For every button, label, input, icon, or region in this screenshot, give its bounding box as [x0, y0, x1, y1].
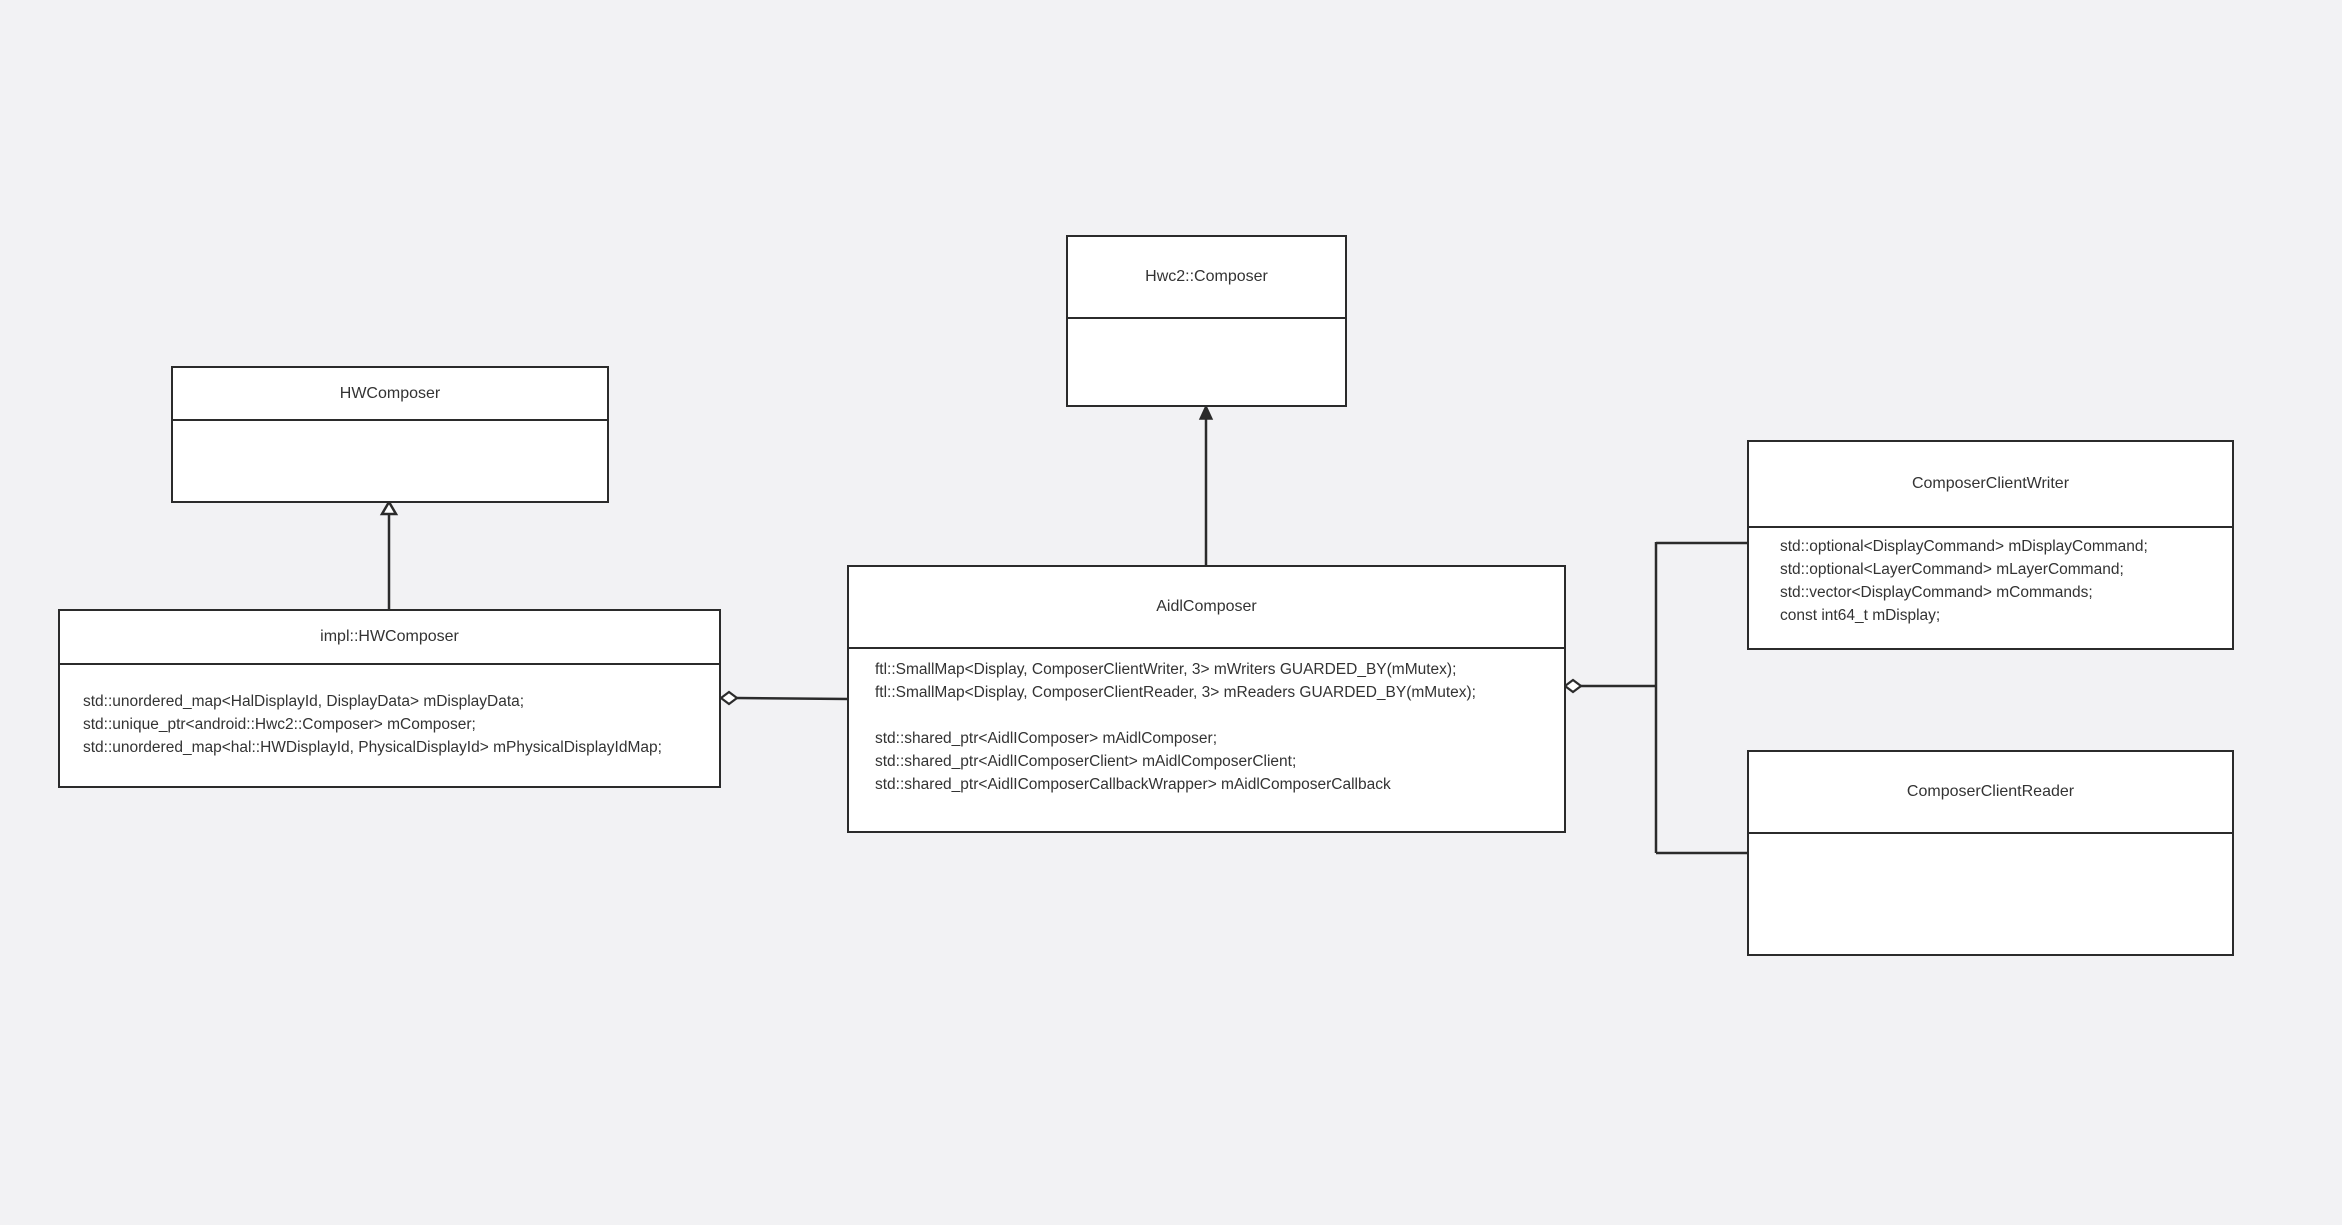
attribute-line: std::optional<LayerCommand> mLayerComman…: [1780, 561, 2124, 578]
class-aidl-composer[interactable]: AidlComposer ftl::SmallMap<Display, Comp…: [847, 565, 1566, 833]
class-composer-client-writer[interactable]: ComposerClientWriter std::optional<Displ…: [1747, 440, 2234, 650]
aggregation-connector-hwcomposer-aidl: [719, 690, 850, 706]
class-attributes: ftl::SmallMap<Display, ComposerClientWri…: [849, 649, 1564, 796]
attribute-line: std::shared_ptr<AidlIComposerClient> mAi…: [875, 753, 1297, 770]
association-connector: [1198, 404, 1214, 566]
attribute-line: std::vector<DisplayCommand> mCommands;: [1780, 584, 2093, 601]
class-hwc2-composer[interactable]: Hwc2::Composer: [1066, 235, 1347, 407]
aggregation-connector-aidl-writer-reader: [1563, 541, 1748, 855]
class-attributes: [173, 421, 607, 501]
attribute-line: ftl::SmallMap<Display, ComposerClientRea…: [875, 684, 1476, 701]
attribute-line: ftl::SmallMap<Display, ComposerClientWri…: [875, 661, 1457, 678]
attribute-spacer: [875, 704, 1564, 727]
aggregation-diamond-icon: [719, 690, 739, 706]
attribute-line: std::unique_ptr<android::Hwc2::Composer>…: [83, 716, 476, 733]
attribute-line: std::shared_ptr<AidlIComposer> mAidlComp…: [875, 730, 1218, 747]
aggregation-diamond-icon: [1563, 678, 1583, 694]
hollow-triangle-arrowhead: [379, 499, 399, 516]
class-attributes: std::unordered_map<HalDisplayId, Display…: [60, 665, 719, 759]
class-name: Hwc2::Composer: [1068, 237, 1345, 319]
attribute-line: std::unordered_map<HalDisplayId, Display…: [83, 693, 525, 710]
class-name: AidlComposer: [849, 567, 1564, 649]
class-name: ComposerClientReader: [1749, 752, 2232, 834]
class-hwcomposer[interactable]: HWComposer: [171, 366, 609, 503]
inheritance-connector: [379, 499, 399, 609]
class-impl-hwcomposer[interactable]: impl::HWComposer std::unordered_map<HalD…: [58, 609, 721, 788]
class-name: ComposerClientWriter: [1749, 442, 2232, 528]
class-name: HWComposer: [173, 368, 607, 421]
attribute-line: const int64_t mDisplay;: [1780, 607, 1941, 624]
class-attributes: [1749, 834, 2232, 954]
attribute-line: std::optional<DisplayCommand> mDisplayCo…: [1780, 538, 2148, 555]
attribute-line: std::shared_ptr<AidlIComposerCallbackWra…: [875, 776, 1391, 793]
class-attributes: [1068, 319, 1345, 405]
attribute-line: std::unordered_map<hal::HWDisplayId, Phy…: [83, 739, 662, 756]
class-name: impl::HWComposer: [60, 611, 719, 665]
class-attributes: std::optional<DisplayCommand> mDisplayCo…: [1749, 528, 2232, 627]
filled-arrowhead: [1198, 404, 1214, 420]
class-composer-client-reader[interactable]: ComposerClientReader: [1747, 750, 2234, 956]
